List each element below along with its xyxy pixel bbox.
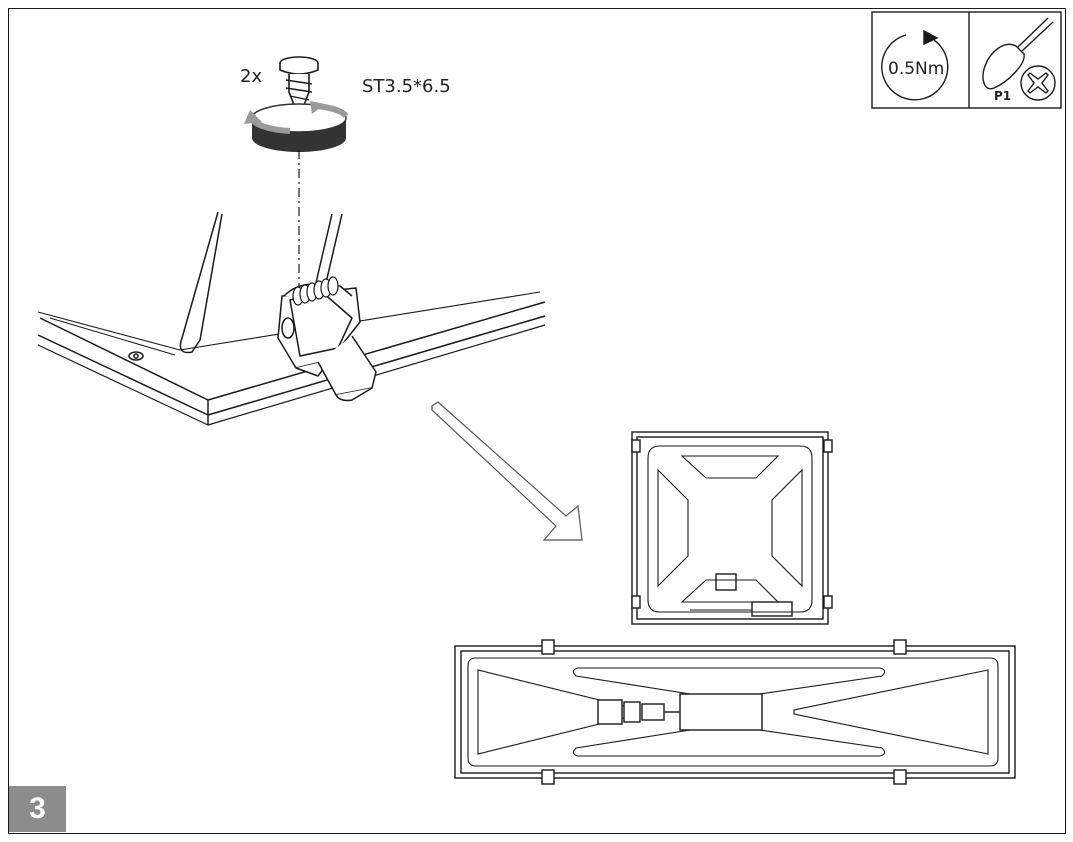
torque-value: 0.5Nm [888,59,944,79]
screwdriver-icon [982,17,1054,90]
square-panel-topview [631,431,833,625]
callout-arrow-icon [431,401,583,541]
phillips-bit-icon [1020,65,1056,101]
screw-spec-label: ST3.5*6.5 [362,76,451,97]
torque-arrow-icon [881,29,949,101]
spring-coil [292,276,339,306]
step-number-badge: 3 [9,786,66,832]
spring-clip [277,283,377,402]
page-frame [8,8,1066,834]
rotation-clockwise-icon [244,101,349,152]
bit-label: P1 [994,89,1011,103]
rectangular-panel-topview [454,639,1016,785]
screw-quantity-label: 2x [240,66,262,87]
panel-corner-detail [37,211,546,426]
